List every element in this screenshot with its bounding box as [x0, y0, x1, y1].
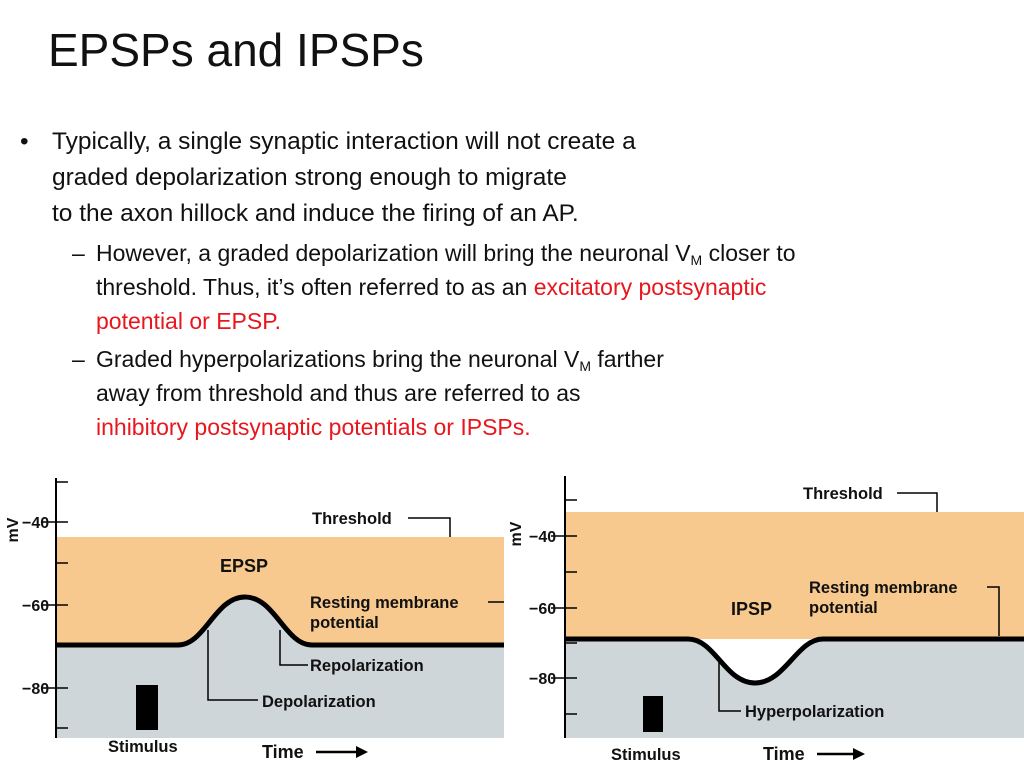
bullet-marker: •: [20, 128, 29, 155]
text-run: threshold. Thus, it’s often referred to …: [96, 274, 534, 300]
stimulus-label: Stimulus: [108, 738, 178, 756]
text-run: closer to: [702, 240, 796, 266]
time-arrow-icon: [316, 746, 368, 758]
tick-label: −60: [22, 598, 49, 615]
resting-potential-label: Resting membrane: [310, 594, 459, 612]
below-resting-region: [56, 597, 504, 738]
text-run: Graded hyperpolarizations bring the neur…: [96, 346, 580, 372]
subscript: M: [579, 358, 591, 374]
stimulus-label: Stimulus: [611, 746, 681, 764]
depolarization-label: Depolarization: [262, 693, 376, 711]
bullet-line: However, a graded depolarization will br…: [96, 236, 1010, 270]
highlight-text: potential or EPSP.: [96, 308, 281, 334]
sub-bullet-epsp: – However, a graded depolarization will …: [20, 236, 1010, 338]
stimulus-marker: [136, 685, 158, 730]
bullet-line: Graded hyperpolarizations bring the neur…: [96, 342, 1010, 376]
dash-marker: –: [72, 240, 85, 266]
text-run: However, a graded depolarization will br…: [96, 240, 691, 266]
leader-line: [718, 660, 741, 712]
tick-label: −60: [529, 601, 556, 618]
leader-line: [987, 586, 1000, 636]
text-run: farther: [590, 346, 664, 372]
stimulus-marker: [643, 696, 663, 732]
bullet-line: away from threshold and thus are referre…: [96, 380, 581, 406]
resting-potential-label: Resting membrane: [809, 579, 958, 597]
above-resting-region: [565, 512, 1024, 639]
time-label: Time: [763, 744, 805, 764]
leader-line: [207, 630, 258, 701]
resting-potential-label: potential: [809, 599, 878, 617]
highlight-text: excitatory postsynaptic: [533, 274, 767, 300]
ipsp-label: IPSP: [731, 599, 772, 619]
tick-label: −40: [22, 515, 49, 532]
epsp-label: EPSP: [220, 556, 268, 576]
bullet-line: threshold. Thus, it’s often referred to …: [96, 270, 1010, 304]
membrane-potential-curve: [565, 636, 1024, 686]
repolarization-label: Repolarization: [310, 657, 424, 675]
dash-marker: –: [72, 346, 85, 372]
resting-potential-label: potential: [310, 614, 379, 632]
tick-label: −80: [22, 681, 49, 698]
below-resting-region: [565, 639, 1024, 738]
bullet-line: graded depolarization strong enough to m…: [52, 164, 567, 191]
threshold-label: Threshold: [803, 485, 883, 503]
y-unit-label: mV: [508, 521, 525, 546]
membrane-potential-curve: [56, 594, 504, 648]
highlight-text: inhibitory postsynaptic potentials or IP…: [96, 414, 531, 440]
leader-line: [408, 517, 451, 537]
epsp-diagram: mV −40 −60 −80 Threshold EPSP Resting me…: [5, 478, 504, 762]
leader-line: [279, 630, 308, 666]
hyperpolarization-label: Hyperpolarization: [745, 703, 884, 721]
bullet-line: Typically, a single synaptic interaction…: [52, 128, 636, 155]
ipsp-diagram: mV −40 −60 −80 Threshold Resting membran…: [508, 476, 1024, 764]
bullet-line: to the axon hillock and induce the firin…: [52, 200, 579, 227]
tick-label: −80: [529, 671, 556, 688]
slide-title: EPSPs and IPSPs: [48, 24, 424, 76]
tick-label: −40: [529, 529, 556, 546]
leader-line: [897, 492, 938, 512]
sub-bullet-ipsp: – Graded hyperpolarizations bring the ne…: [20, 342, 1010, 444]
threshold-label: Threshold: [312, 510, 392, 528]
subscript: M: [690, 252, 703, 268]
y-unit-label: mV: [5, 517, 22, 542]
bullet-list: • Typically, a single synaptic interacti…: [20, 124, 1010, 444]
time-arrow-icon: [817, 748, 865, 760]
bullet-item-1: • Typically, a single synaptic interacti…: [20, 124, 1010, 232]
time-label: Time: [262, 742, 304, 762]
